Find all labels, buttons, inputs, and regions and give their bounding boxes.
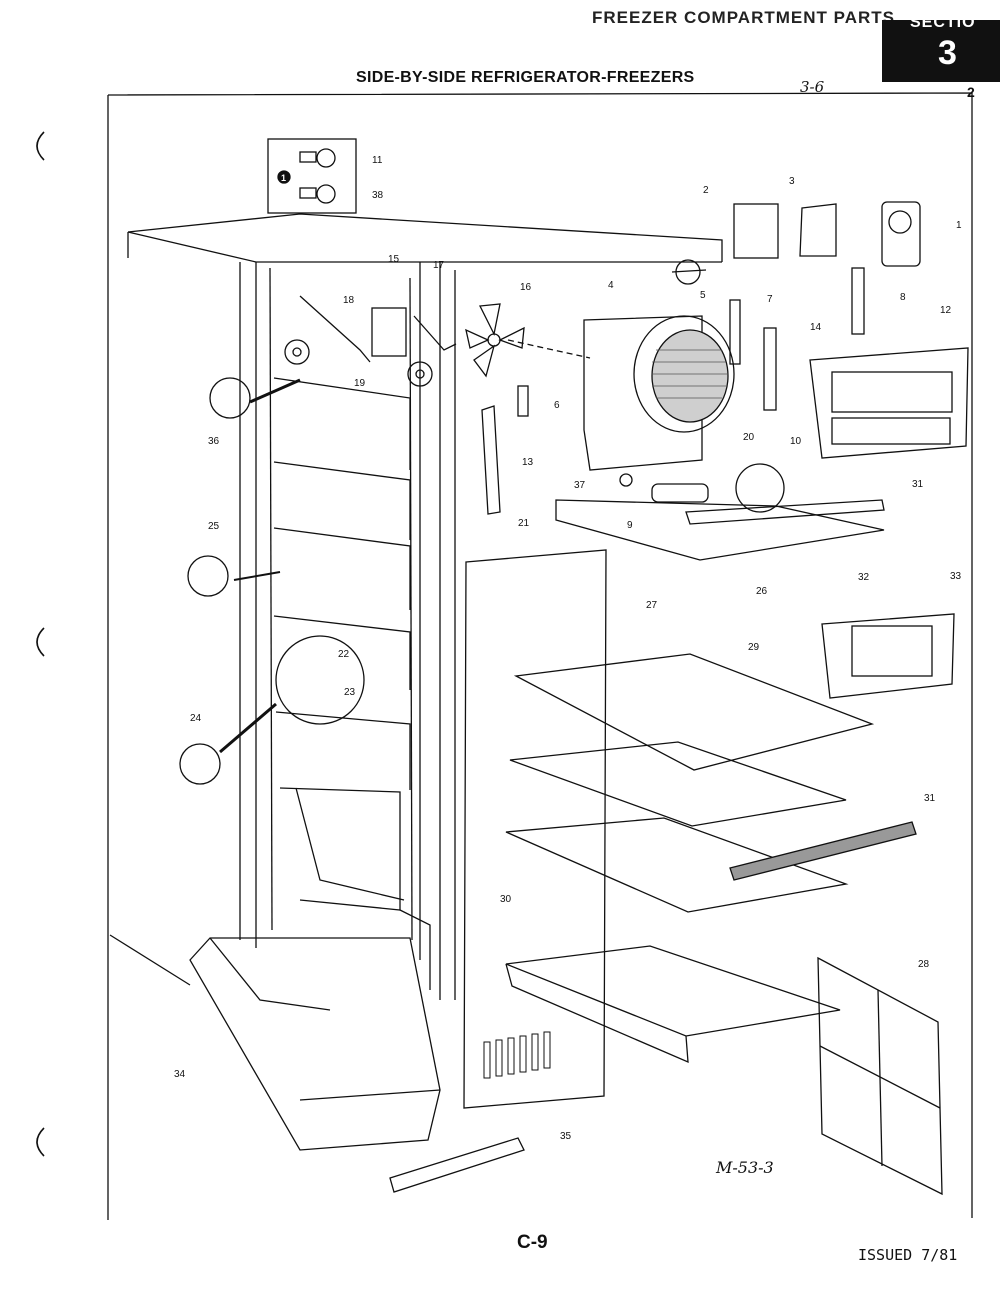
- section-tab: [882, 20, 1000, 82]
- part-10-bulb: [735, 463, 785, 513]
- callout-5: 5: [700, 290, 706, 301]
- callout-32: 32: [858, 572, 870, 583]
- callout-34: 34: [174, 1069, 186, 1080]
- detail-circle-22-23: [275, 635, 365, 725]
- callout-30: 30: [500, 894, 512, 905]
- part-37-shape: [619, 473, 633, 487]
- part-2-shape: [733, 203, 779, 259]
- part-7-shape: [729, 299, 741, 365]
- frame-border: [107, 92, 973, 1218]
- callout-11: 11: [372, 155, 383, 166]
- callout-6: 6: [554, 400, 560, 411]
- part-30-shelf-3: [505, 945, 841, 1037]
- cabinet-top: [127, 213, 723, 262]
- part-1-shape: [881, 201, 921, 267]
- callout-25: 25: [208, 521, 220, 532]
- part-28-grille: [817, 956, 943, 1196]
- callout-31-top: 31: [912, 479, 924, 490]
- detail-circle-24: [179, 743, 221, 785]
- plate-id: M-53-3: [716, 1158, 774, 1177]
- callout-1: 1: [956, 220, 962, 231]
- part-14-shape: [763, 327, 777, 411]
- callout-20: 20: [743, 432, 755, 443]
- part-6-shape: [517, 385, 529, 417]
- section-tab-number: 3: [938, 34, 957, 72]
- detail-circle-25: [187, 555, 229, 597]
- part-19-wheel-left: [284, 339, 310, 365]
- callout-4: 4: [608, 280, 614, 291]
- detail-circle-36: [209, 377, 251, 419]
- section-header-text: FREEZER COMPARTMENT PARTS: [592, 8, 895, 27]
- callout-13: 13: [522, 457, 534, 468]
- callout-24: 24: [190, 713, 202, 724]
- part-19-wheel-right: [407, 361, 433, 387]
- callout-8: 8: [900, 292, 906, 303]
- part-8-shape: [851, 267, 865, 335]
- part-32-frame: [821, 613, 955, 699]
- callout-22: 22: [338, 649, 350, 660]
- part-38-shape: [316, 184, 336, 204]
- binder-hole-middle: [36, 627, 45, 657]
- callout-9: 9: [627, 520, 633, 531]
- part-29-shelf: [513, 653, 875, 771]
- callout-33: 33: [950, 571, 962, 582]
- callout-31-lower: 31: [924, 793, 936, 804]
- binder-hole-bottom: [36, 1127, 45, 1157]
- corner-mark: 2: [967, 84, 975, 100]
- callout-7: 7: [767, 294, 773, 305]
- part-13-shape: [481, 405, 501, 515]
- part-16-fan-blade: [465, 303, 525, 378]
- callout-16: 16: [520, 282, 532, 293]
- handwritten-page-ref: 3-6: [800, 78, 825, 96]
- part-26-top-shelf: [555, 499, 885, 561]
- part-30-shelf-2: [505, 817, 849, 913]
- part-30-shelf-1: [509, 741, 847, 827]
- callout-10: 10: [790, 436, 802, 447]
- callout-36: 36: [208, 436, 220, 447]
- part-33-insert: [851, 625, 933, 677]
- part-31-top-strip: [685, 499, 885, 525]
- part-20-grille-ring: [633, 315, 735, 433]
- page-code: C-9: [517, 1232, 548, 1253]
- callout-23: 23: [344, 687, 356, 698]
- inset-box: [267, 138, 357, 214]
- part-35-strip: [389, 1137, 525, 1193]
- part-3-shape: [799, 203, 837, 257]
- part-12-control-panel: [809, 347, 969, 459]
- section-tab-word: SECTIO: [910, 14, 976, 31]
- issued-date: ISSUED 7/81: [858, 1246, 958, 1264]
- part-15-motor: [371, 307, 407, 357]
- callout-15: 15: [388, 254, 400, 265]
- detail-marker-label: 1: [281, 173, 286, 183]
- part-31-lower-strip: [729, 821, 917, 881]
- callout-3: 3: [789, 176, 795, 187]
- callout-18: 18: [343, 295, 355, 306]
- callout-12: 12: [940, 305, 952, 316]
- callout-27: 27: [646, 600, 658, 611]
- callout-14: 14: [810, 322, 822, 333]
- part-34-bin: [189, 937, 441, 1151]
- callout-21: 21: [518, 518, 530, 529]
- callout-29: 29: [748, 642, 760, 653]
- callout-17: 17: [433, 260, 445, 271]
- callout-19: 19: [354, 378, 366, 389]
- binder-hole-top: [36, 131, 45, 161]
- callout-2: 2: [703, 185, 709, 196]
- callout-28: 28: [918, 959, 930, 970]
- part-9-socket: [651, 483, 709, 503]
- part-21-liner: [463, 549, 607, 1109]
- callout-35: 35: [560, 1131, 572, 1142]
- part-11-shape: [316, 148, 336, 168]
- callout-37: 37: [574, 480, 586, 491]
- callout-38: 38: [372, 190, 384, 201]
- detail-marker-dot: [277, 170, 291, 184]
- callout-labels: 11 38 1 2 3 4 5 6 7 8 9 10 12 13 14 15 1…: [174, 155, 962, 1142]
- page-title: SIDE-BY-SIDE REFRIGERATOR-FREEZERS: [356, 69, 695, 86]
- callout-26: 26: [756, 586, 768, 597]
